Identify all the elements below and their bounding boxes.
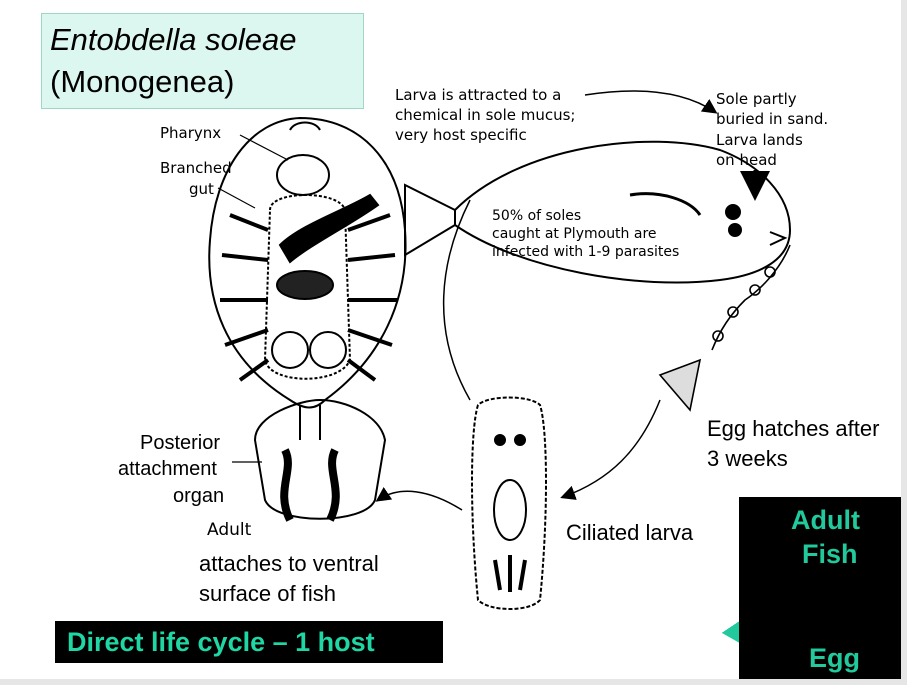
label-infected-3: infected with 1-9 parasites <box>492 244 680 260</box>
label-larva-attract-1: Larva is attracted to a <box>395 86 562 104</box>
inset-fish-label: Fish <box>802 539 858 569</box>
label-egg-hatch-2: 3 weeks <box>707 446 788 471</box>
egg-string-drawing <box>658 244 791 412</box>
inset-adult-label: Adult <box>791 505 860 535</box>
slide-edge-bottom <box>0 679 907 685</box>
label-attaches-2: surface of fish <box>199 581 336 606</box>
group-subtitle: (Monogenea) <box>50 64 235 99</box>
ciliated-larva-drawing <box>471 396 547 610</box>
title-box: Entobdella soleae (Monogenea) <box>41 13 364 109</box>
label-larva-attract-2: chemical in sole mucus; <box>395 106 576 124</box>
cycle-arrows <box>375 90 770 511</box>
label-attaches-1: attaches to ventral <box>199 551 379 576</box>
label-sole-3: Larva lands <box>716 131 803 149</box>
sole-fish-drawing <box>404 140 792 284</box>
cycle-inset: Adult Fish Egg <box>739 497 907 679</box>
label-gut-1: Branched <box>160 159 232 177</box>
label-gut-2: gut <box>189 180 214 198</box>
label-posterior-3: organ <box>173 485 225 507</box>
label-egg-hatch-1: Egg hatches after <box>707 416 880 441</box>
slide-edge-right <box>901 0 907 685</box>
label-posterior-2: attachment <box>118 458 217 480</box>
species-title: Entobdella soleae <box>50 22 297 57</box>
label-sole-2: buried in sand. <box>716 110 829 128</box>
label-infected-2: caught at Plymouth are <box>492 226 657 242</box>
label-larva-attract-3: very host specific <box>395 126 527 144</box>
label-ciliated-larva: Ciliated larva <box>566 520 694 545</box>
label-pharynx: Pharynx <box>160 124 222 142</box>
label-sole-4: on head <box>716 151 777 169</box>
footer-banner: Direct life cycle – 1 host <box>55 621 443 663</box>
label-sole-1: Sole partly <box>716 90 797 108</box>
adult-worm-drawing <box>208 116 407 522</box>
leader-lines <box>217 134 289 463</box>
label-adult: Adult <box>207 520 252 540</box>
label-infected-1: 50% of soles <box>492 208 582 224</box>
inset-egg-label: Egg <box>809 643 860 673</box>
label-posterior-1: Posterior <box>140 432 221 454</box>
